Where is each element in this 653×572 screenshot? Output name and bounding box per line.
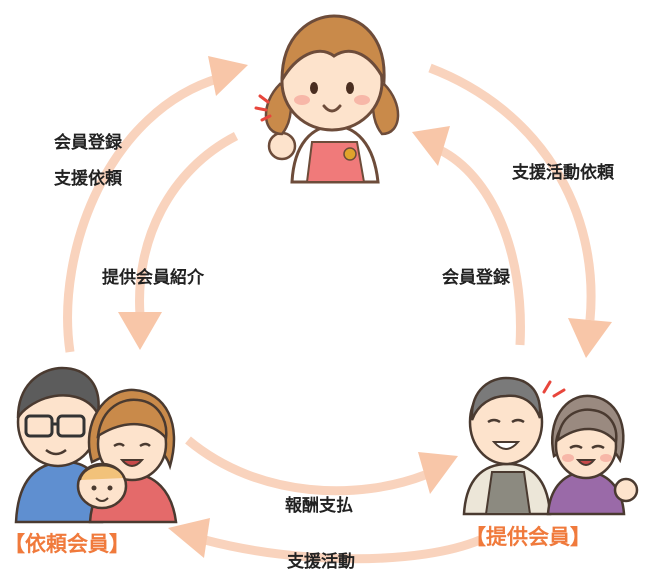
label-support-request: 支援依頼 [54,169,122,189]
label-fee-payment: 報酬支払 [285,496,353,516]
label-member-registration-right: 会員登録 [442,268,510,288]
label-support-activity-request: 支援活動依頼 [512,163,614,183]
arrow-requester-to-coordinator [63,56,248,353]
provider-member-label: 【提供会員】 [465,525,591,549]
label-support-activity: 支援活動 [287,552,355,572]
family-illustration [14,366,178,524]
arrow-provider-to-requester [168,518,482,564]
arrow-requester-to-provider [185,436,458,496]
arrow-coordinator-to-requester [118,132,239,350]
label-provider-introduction: 提供会員紹介 [102,268,204,288]
arrow-coordinator-to-provider [428,63,612,358]
coordinator-woman-illustration [252,4,412,184]
arrow-provider-to-coordinator [412,126,525,346]
elderly-couple-illustration [462,376,639,516]
label-member-registration-left: 会員登録 [54,133,122,153]
requester-member-label: 【依頼会員】 [4,532,130,556]
